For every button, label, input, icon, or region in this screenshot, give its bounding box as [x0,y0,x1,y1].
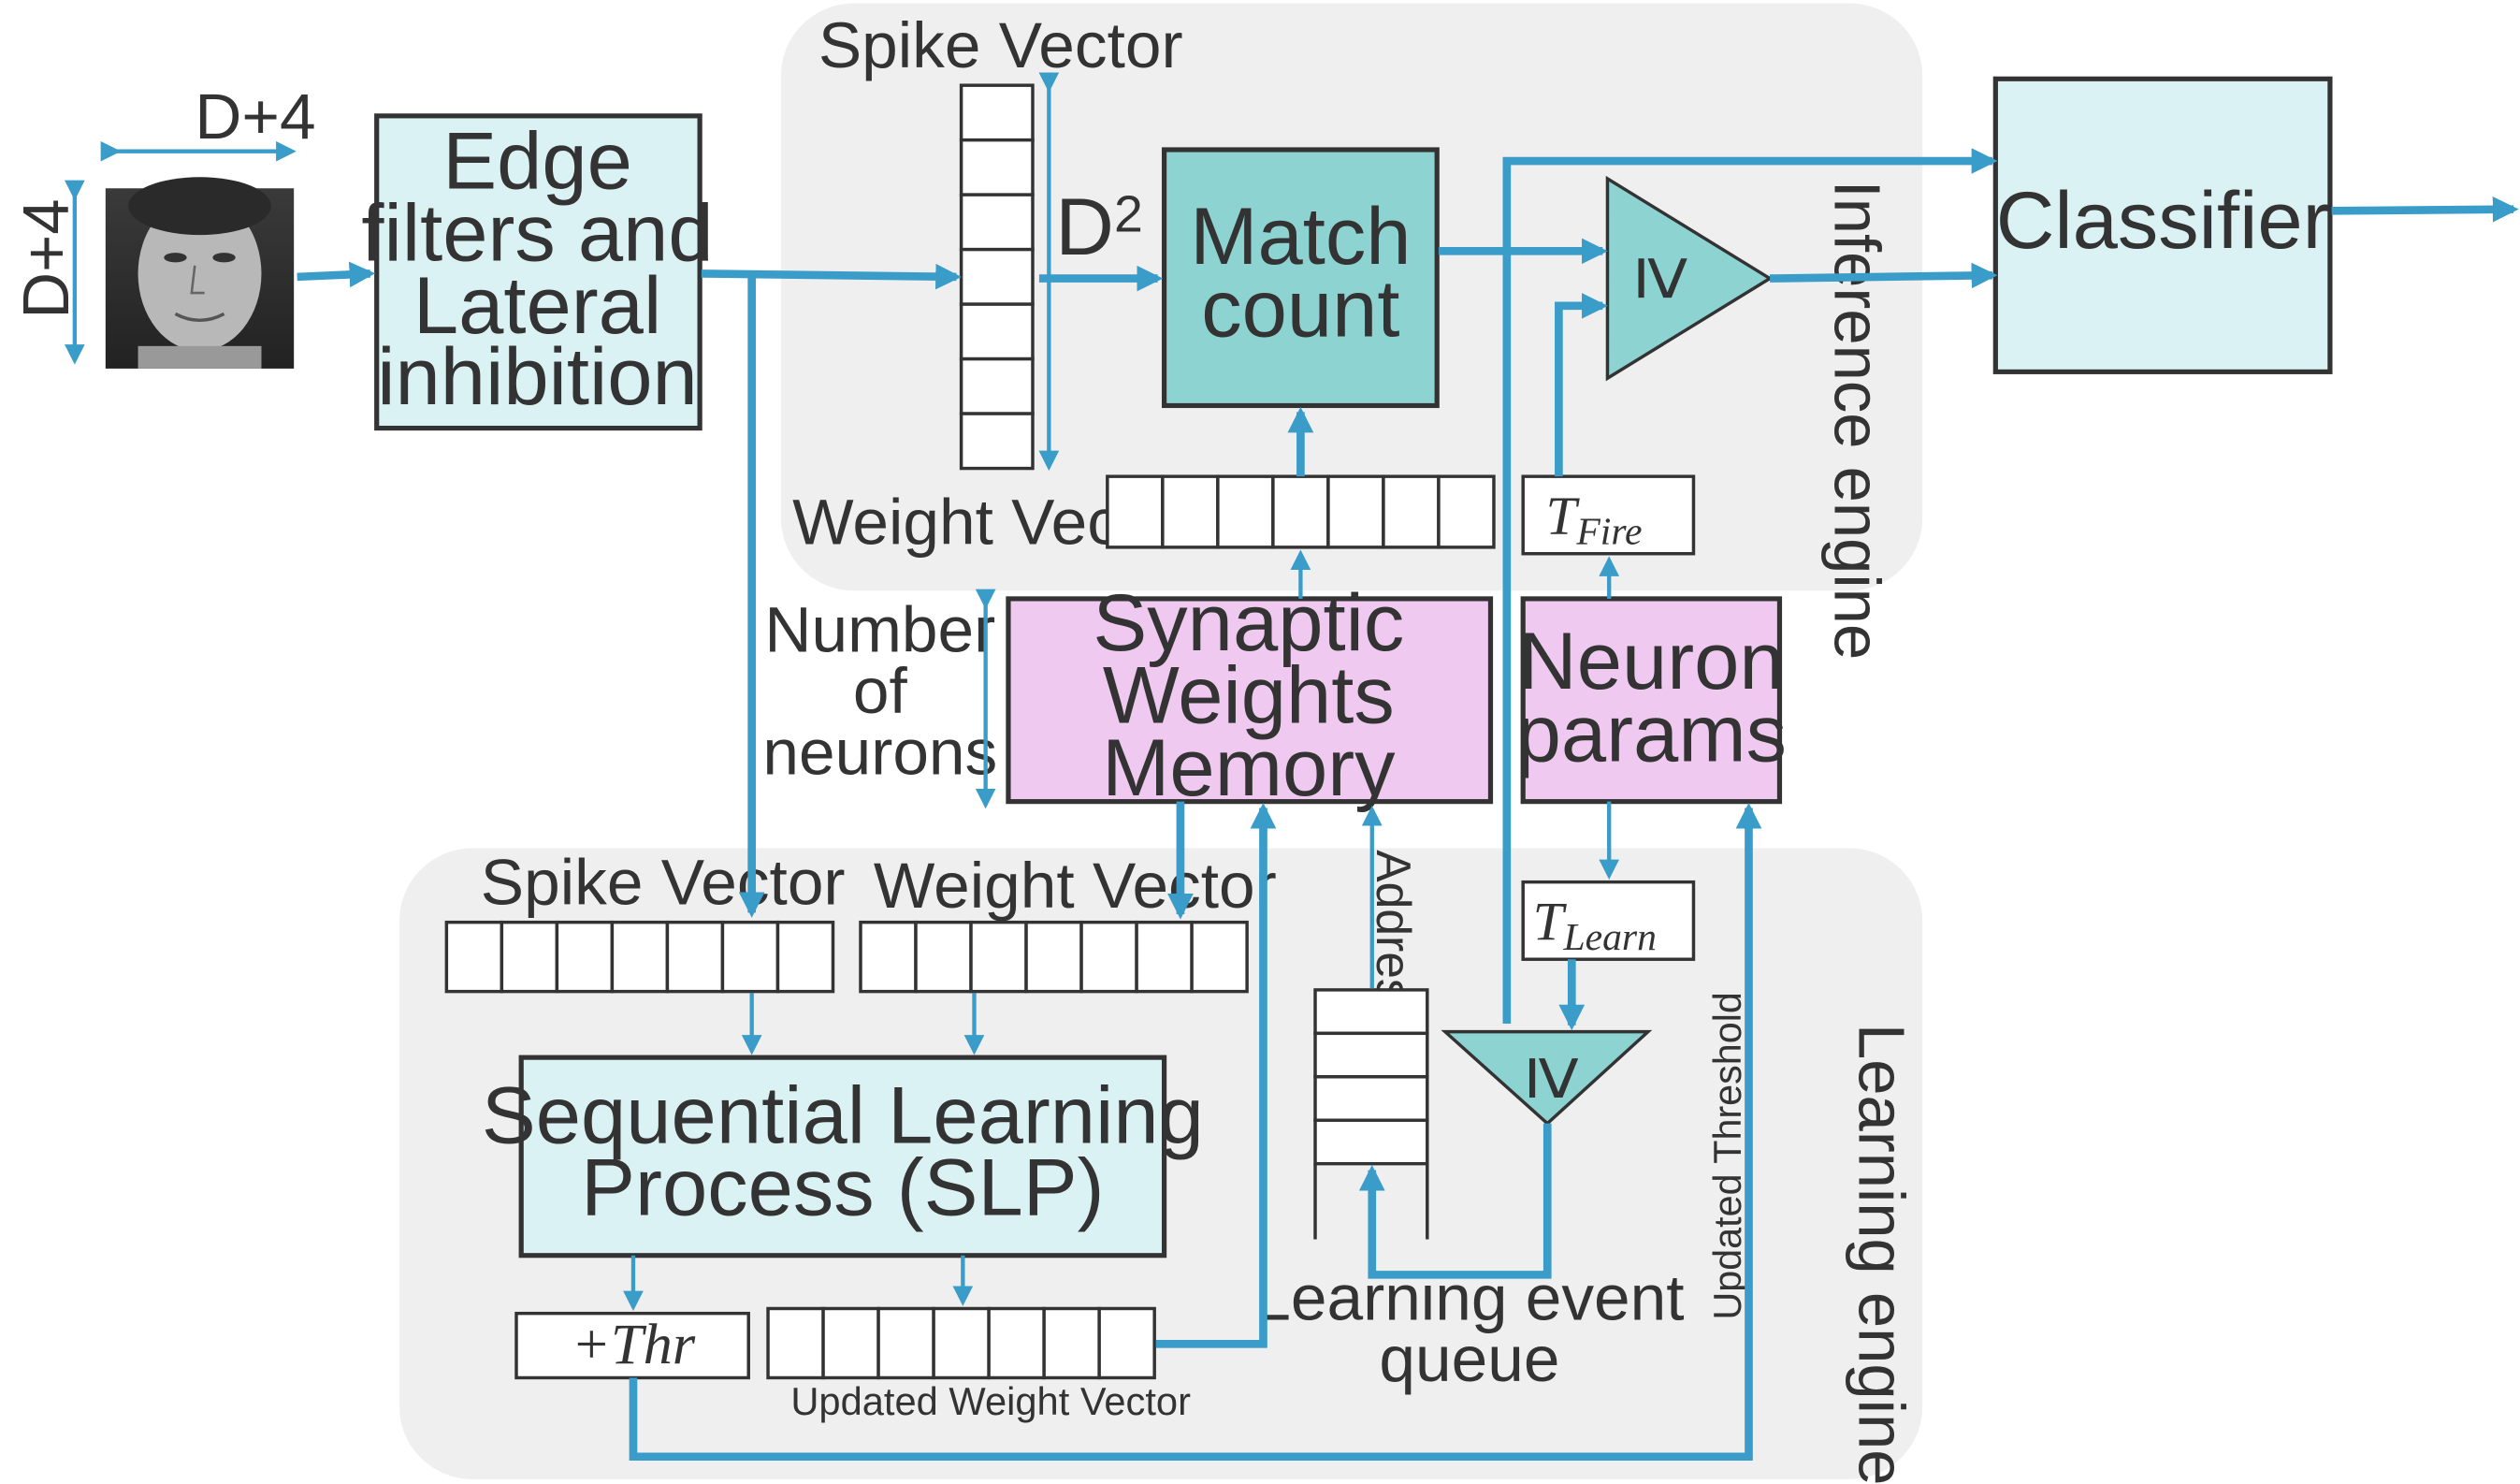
updated-weight-vector-cell [766,1306,825,1380]
updated-weight-vector-cell [821,1306,880,1380]
learning-weight-vector-cell [1190,920,1249,994]
fire-comparator [1605,175,1774,382]
match-count-box [1161,147,1440,409]
learning-spike-vector-cell [500,920,559,994]
edge-filters-line3: Lateral [413,261,661,351]
spike-vector-cell [959,138,1035,196]
spike-vector-cell [959,193,1035,252]
learning-weight-vector-label: Weight Vector [874,849,1277,922]
weight-vector-cell [1382,474,1441,549]
synaptic-line2: Weights [1103,651,1395,741]
updated-threshold-label: Updated Threshold [1705,992,1749,1319]
spike-vector-cell [959,302,1035,361]
queue-cell [1313,988,1429,1036]
inference-spike-vector [959,83,1035,471]
thr-box [514,1311,750,1380]
updated-weight-vector-label: Updated Weight Vector [790,1379,1191,1423]
learning-event-queue [1313,988,1429,1240]
inference-weight-vector [1106,474,1496,549]
learning-weight-vector-cell [1135,920,1194,994]
neuron-params-box [1520,596,1783,805]
synaptic-line3: Memory [1102,723,1396,813]
synaptic-weights-memory-box [1006,596,1494,805]
queue-cell [1313,1118,1429,1166]
queue-cell [1313,1031,1429,1079]
updated-weight-vector [766,1306,1156,1380]
d2-label: D2 [1055,182,1143,272]
neuron-params-line1: Neuron [1518,618,1785,707]
t-learn-box [1521,880,1696,961]
weight-vector-cell [1106,474,1165,549]
weight-vector-cell [1216,474,1275,549]
edge-filters-line2: filters and [361,189,713,279]
classifier-box [1992,76,2333,374]
weight-vector-cell [1271,474,1330,549]
connections [297,148,2519,1462]
learning-spike-vector-cell [610,920,670,994]
spike-vector-cell [959,83,1035,142]
updated-weight-vector-cell [987,1306,1046,1380]
updated-weight-vector-cell [876,1306,935,1380]
queue-cell [1313,1075,1429,1122]
learning-weight-vector-cell [914,920,973,994]
slp-line1: Sequential Learning [482,1071,1204,1161]
match-count-line2: count [1201,265,1399,355]
updated-weight-vector-cell [932,1306,991,1380]
edge-filters-box [374,113,702,431]
learning-spike-vector [444,920,835,994]
edge-filters-line4: inhibition [377,332,698,422]
updated-weight-vector-cell [1042,1306,1101,1380]
inference-spike-vector-label: Spike Vector [818,9,1183,82]
learning-spike-vector-cell [665,920,725,994]
neuron-params-line2: params [1516,690,1787,779]
learning-weight-vector-cell [859,920,918,994]
learning-spike-vector-label: Spike Vector [481,846,846,919]
learning-weight-vector-cell [1079,920,1138,994]
spike-vector-cell [959,247,1035,306]
number-of-neurons-line3: neurons [762,716,997,789]
learning-weight-vector [859,920,1249,994]
weight-vector-cell [1437,474,1496,549]
t-learn-label: TLearn [1533,892,1657,958]
learning-spike-vector-cell [720,920,780,994]
fire-comparator-symbol: ≥ [1620,256,1710,300]
match-count-line1: Match [1190,192,1411,282]
learning-spike-vector-cell [444,920,504,994]
slp-line2: Process (SLP) [581,1143,1104,1233]
t-fire-box [1521,474,1696,556]
slp-box [518,1055,1167,1258]
updated-weight-vector-cell [1097,1306,1156,1380]
face-photo-icon [105,177,295,369]
width-label: D+4 [195,80,315,153]
number-of-neurons-line1: Number [764,593,995,666]
learning-weight-vector-cell [1024,920,1083,994]
queue-line2: queue [1379,1322,1559,1395]
edge-filters-line1: Edge [442,117,632,207]
spike-vector-cell [959,412,1035,471]
learn-comparator [1441,1029,1653,1127]
spike-vector-cell [959,356,1035,415]
learning-engine-label: Learning engine [1845,1024,1918,1484]
height-label: D+4 [9,198,82,318]
classifier-label: Classifier [1996,176,2330,266]
synaptic-line1: Synaptic [1093,578,1404,668]
thr-label: +Thr [572,1313,696,1376]
t-fire-label: TFire [1546,486,1643,552]
weight-vector-cell [1161,474,1220,549]
learning-weight-vector-cell [969,920,1028,994]
learn-comparator-symbol: ≥ [1512,1055,1601,1099]
inference-engine-label: Inference engine [1820,181,1893,661]
number-of-neurons-line2: of [853,654,908,727]
learning-spike-vector-cell [555,920,615,994]
learning-spike-vector-cell [775,920,835,994]
weight-vector-cell [1326,474,1385,549]
